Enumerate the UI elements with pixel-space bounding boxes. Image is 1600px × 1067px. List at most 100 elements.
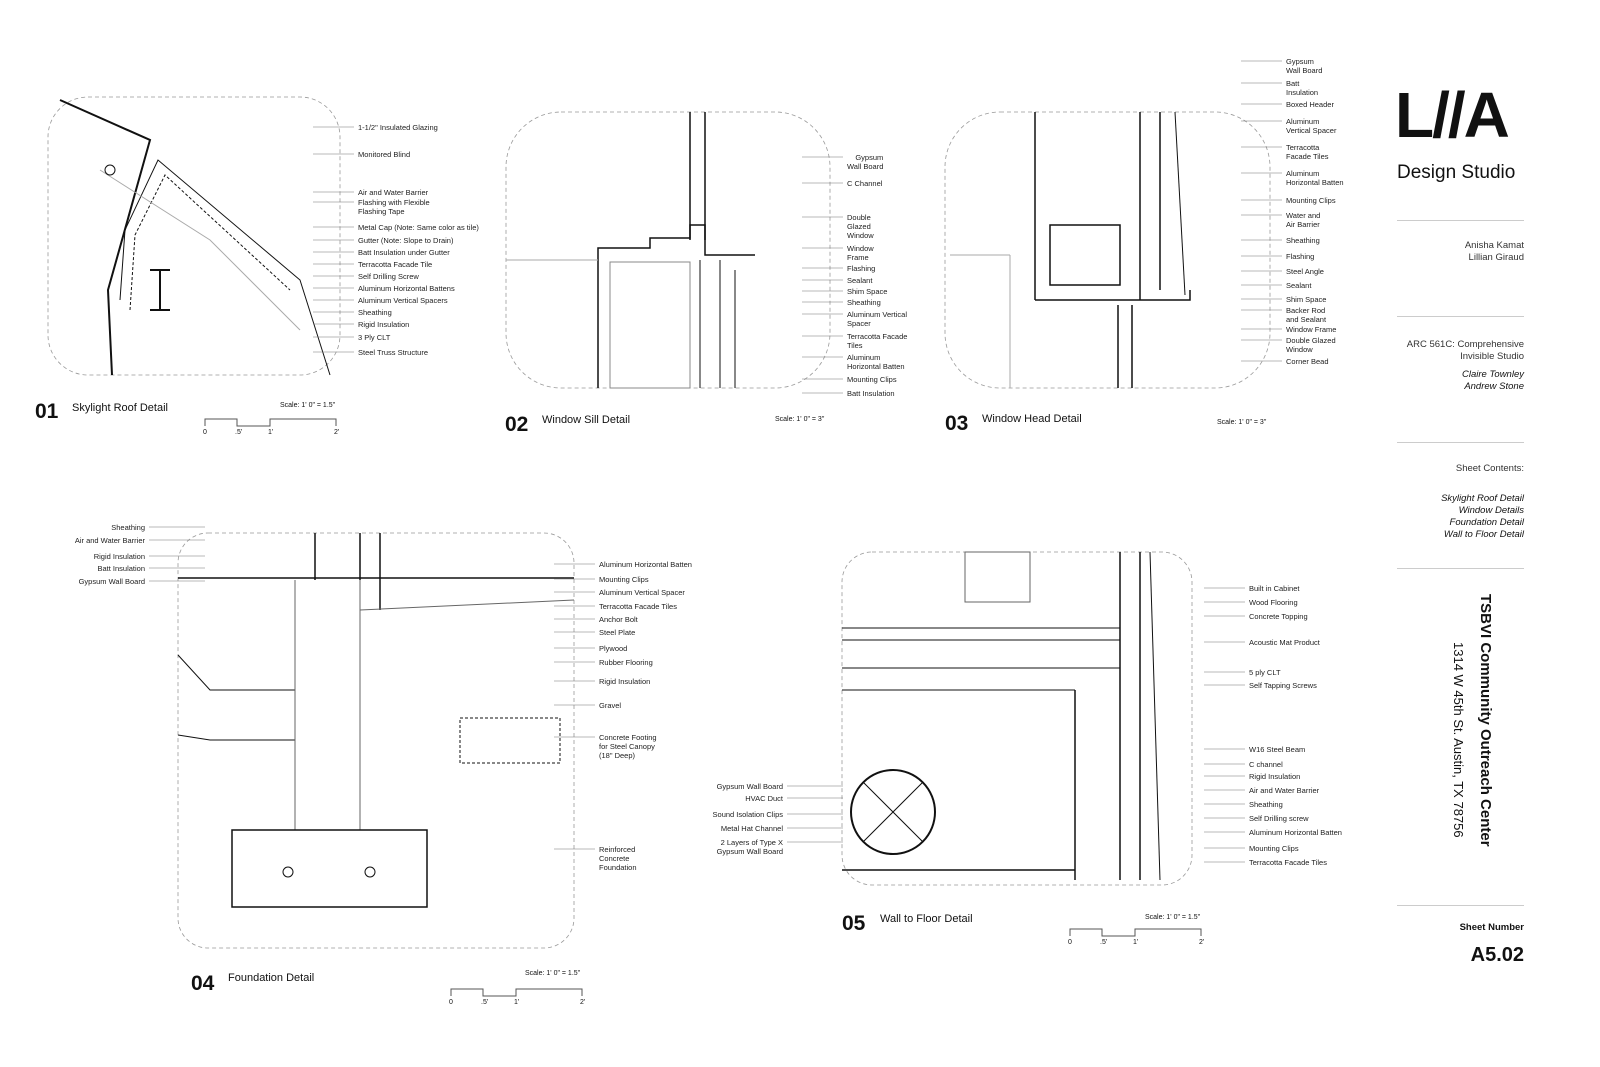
scale-tick-label: 0 xyxy=(1068,939,1072,946)
detail-02-frame xyxy=(505,111,831,389)
callout-label: Gutter (Note: Slope to Drain) xyxy=(358,236,454,245)
callout-label: Steel Truss Structure xyxy=(358,348,429,357)
callout-label: 5 ply CLT xyxy=(1249,668,1281,677)
callout-label: Concrete Footing for Steel Canopy (18" D… xyxy=(599,733,657,760)
divider xyxy=(1397,905,1524,906)
contents-item: Window Details xyxy=(1458,505,1524,516)
author-2: Lillian Giraud xyxy=(1468,252,1524,263)
detail-number: 03 xyxy=(945,412,969,435)
scale-tick-label: 2' xyxy=(580,999,586,1006)
scale-tick-label: 0 xyxy=(449,999,453,1006)
divider xyxy=(1397,316,1524,317)
callout-label: Steel Plate xyxy=(599,628,636,637)
callout-label: 1-1/2" Insulated Glazing xyxy=(358,123,438,132)
detail-number: 04 xyxy=(191,972,215,995)
callout-label: Boxed Header xyxy=(1286,100,1334,109)
callout-label: W16 Steel Beam xyxy=(1249,745,1306,754)
contents-item: Foundation Detail xyxy=(1449,517,1524,528)
callout-label: Aluminum Horizontal Batten xyxy=(1286,169,1344,187)
divider xyxy=(1397,220,1524,221)
scale-note: Scale: 1' 0" = 1.5" xyxy=(1145,914,1201,921)
callout-label: Corner Bead xyxy=(1286,357,1329,366)
studio-name: Design Studio xyxy=(1397,162,1516,183)
detail-05-frame xyxy=(841,551,1193,886)
callout-label: Wood Flooring xyxy=(1249,598,1298,607)
scale-note: Scale: 1' 0" = 1.5" xyxy=(280,402,336,409)
scale-tick-label: 1' xyxy=(1133,939,1139,946)
callout-label: 2 Layers of Type X Gypsum Wall Board xyxy=(716,838,783,856)
detail-03-drawing xyxy=(950,111,1191,388)
callout-label: Terracotta Facade Tiles xyxy=(1286,143,1329,161)
callout-label: Gypsum Wall Board xyxy=(1286,57,1323,75)
callout-label: Terracotta Facade Tile xyxy=(358,260,433,269)
callout-label: Air and Water Barrier xyxy=(1249,786,1320,795)
sheet-number: A5.02 xyxy=(1470,944,1524,966)
course-line-2: Invisible Studio xyxy=(1460,351,1524,362)
callout-label: Window Frame xyxy=(847,244,874,262)
author-1: Anisha Kamat xyxy=(1464,240,1524,251)
callout-label: Reinforced Concrete Foundation xyxy=(599,845,637,872)
callout-label: Plywood xyxy=(599,644,628,653)
scale-tick-label: 2' xyxy=(334,429,340,436)
callout-label: Batt Insulation xyxy=(847,389,895,398)
callout-label: Built in Cabinet xyxy=(1249,584,1300,593)
detail-01-drawing xyxy=(59,99,331,376)
callout-label: Rigid Insulation xyxy=(358,320,410,329)
callout-label: Aluminum Horizontal Batten xyxy=(1249,828,1342,837)
callout-label: Rigid Insulation xyxy=(1249,772,1301,781)
callout-label: Sheathing xyxy=(358,308,392,317)
detail-04-drawing xyxy=(177,533,575,908)
callout-label: Rigid Insulation xyxy=(93,552,145,561)
sheet-contents-label: Sheet Contents: xyxy=(1455,463,1524,474)
divider xyxy=(1397,568,1524,569)
studio-logo: L//A xyxy=(1395,79,1510,151)
callout-label: Flashing xyxy=(1286,252,1315,261)
callout-label: Terracotta Facade Tiles xyxy=(847,332,908,350)
scale-tick-label: .5' xyxy=(481,999,489,1006)
scale-note: Scale: 1' 0" = 3" xyxy=(775,416,825,423)
callout-label: Terracotta Facade Tiles xyxy=(599,602,677,611)
contents-item: Wall to Floor Detail xyxy=(1443,529,1524,540)
callout-label: Aluminum Horizontal Batten xyxy=(847,353,905,371)
callout-label: Anchor Bolt xyxy=(599,615,638,624)
detail-01-frame xyxy=(47,96,341,376)
callout-label: C Channel xyxy=(847,179,883,188)
callout-label: Mounting Clips xyxy=(1249,844,1299,853)
callout-label: Aluminum Vertical Spacer xyxy=(847,310,908,328)
callout-label: Flashing xyxy=(847,264,876,273)
divider xyxy=(1397,442,1524,443)
callout-label: Gypsum Wall Board xyxy=(78,577,145,586)
detail-title: Window Sill Detail xyxy=(542,414,631,426)
callout-label: Mounting Clips xyxy=(847,375,897,384)
callout-label: Mounting Clips xyxy=(599,575,649,584)
callout-label: Metal Cap (Note: Same color as tile) xyxy=(358,223,479,232)
callout-label: Sound Isolation Clips xyxy=(712,810,783,819)
scale-tick-label: 0 xyxy=(203,429,207,436)
callout-label: Aluminum Vertical Spacers xyxy=(358,296,448,305)
scale-tick-label: 1' xyxy=(268,429,274,436)
callout-label: Shim Space xyxy=(1286,295,1327,304)
detail-02-drawing xyxy=(506,112,755,389)
callout-label: C channel xyxy=(1249,760,1283,769)
detail-number: 01 xyxy=(35,400,59,423)
project-name: TSBVI Community Outreach Center xyxy=(1477,594,1494,847)
callout-label: Rigid Insulation xyxy=(599,677,651,686)
callout-label: Monitored Blind xyxy=(358,150,411,159)
detail-title: Wall to Floor Detail xyxy=(880,913,973,925)
callout-label: Aluminum Horizontal Batten xyxy=(599,560,692,569)
callout-label: Acoustic Mat Product xyxy=(1249,638,1320,647)
callout-label: Air and Water Barrier xyxy=(358,188,429,197)
callout-label: Gypsum Wall Board xyxy=(847,153,884,171)
callout-label: Self Drilling screw xyxy=(1249,814,1309,823)
callout-label: HVAC Duct xyxy=(745,794,783,803)
callout-label: Flashing with Flexible Flashing Tape xyxy=(358,198,430,216)
scale-note: Scale: 1' 0" = 1.5" xyxy=(525,970,581,977)
scale-note: Scale: 1' 0" = 3" xyxy=(1217,419,1267,426)
callout-label: Air and Water Barrier xyxy=(74,536,145,545)
callout-label: Mounting Clips xyxy=(1286,196,1336,205)
callout-label: Self Tapping Screws xyxy=(1249,681,1317,690)
callout-label: Backer Rod and Sealant xyxy=(1286,306,1327,324)
callout-label: Rubber Flooring xyxy=(599,658,653,667)
course-line-1: ARC 561C: Comprehensive xyxy=(1406,339,1524,350)
